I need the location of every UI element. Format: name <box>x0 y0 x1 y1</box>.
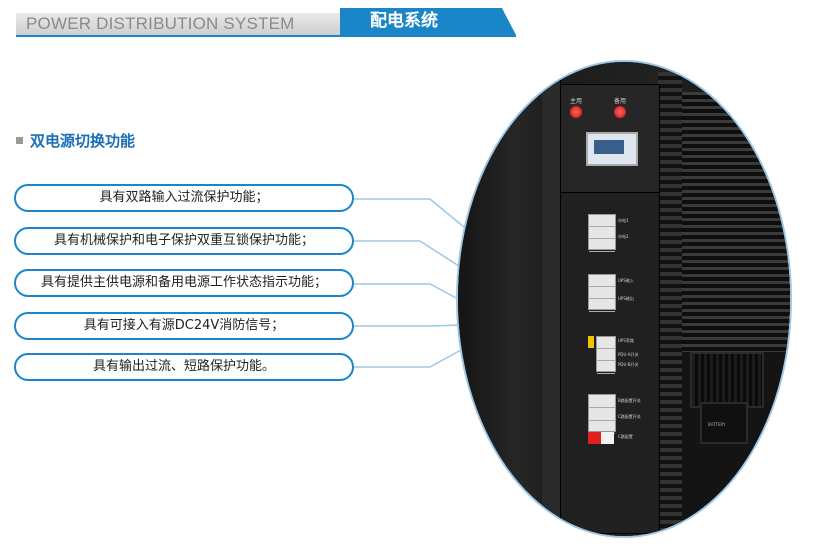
cabinet-rail-right <box>658 72 682 532</box>
connector-line <box>354 283 461 301</box>
header-chinese-title: 配电系统 <box>340 8 516 35</box>
cabinet-photo: BATTERY 主用 备用 市电1 市电2 UPS输入 UPS输出 UPS旁路 … <box>456 60 792 538</box>
breaker-label: PDU-B开关 <box>618 362 639 367</box>
bypass-indicator <box>588 336 594 348</box>
breaker-label: 市电2 <box>618 234 629 239</box>
section-heading: 双电源切换功能 <box>16 130 135 150</box>
feature-item: 具有输出过流、短路保护功能。 <box>14 353 354 381</box>
connector-line <box>354 344 471 368</box>
connector-line <box>354 198 471 233</box>
bullet-square-icon <box>16 136 23 144</box>
lamp-main-icon <box>570 106 582 118</box>
connector-line <box>354 324 463 327</box>
breaker-label: 市电1 <box>618 218 629 223</box>
lamp-main-label: 主用 <box>570 98 583 105</box>
vent-grille <box>690 352 764 408</box>
header-divider <box>16 35 516 37</box>
breaker-group-ups <box>588 274 616 312</box>
breaker-label: UPS输入 <box>618 278 634 283</box>
lamp-backup-icon <box>614 106 626 118</box>
header-english-title: POWER DISTRIBUTION SYSTEM <box>16 13 346 35</box>
feature-item: 具有提供主供电源和备用电源工作状态指示功能； <box>14 269 354 297</box>
breaker-label: C路配置开关 <box>618 414 641 419</box>
breaker-label: C路配置 <box>618 434 633 439</box>
breaker-label: B路配置开关 <box>618 398 641 403</box>
feature-item: 具有双路输入过流保护功能； <box>14 184 354 212</box>
breaker-group-output <box>588 394 616 434</box>
cabinet-rail-left <box>542 72 561 532</box>
breaker-label: PDU-A开关 <box>618 352 639 357</box>
feature-item: 具有机械保护和电子保护双重互锁保护功能； <box>14 227 354 255</box>
output-indicator <box>588 432 614 444</box>
section-title: 双电源切换功能 <box>30 131 136 150</box>
breaker-group-mains <box>588 214 616 252</box>
connector-line <box>354 240 463 269</box>
battery-label: BATTERY <box>708 422 726 427</box>
page-header: POWER DISTRIBUTION SYSTEM 配电系统 <box>0 0 830 40</box>
meter-screen <box>594 140 624 154</box>
cabinet-grille <box>680 92 790 352</box>
breaker-label: UPS输出 <box>618 296 634 301</box>
breaker-group-pdu <box>596 336 616 374</box>
breaker-label: UPS旁路 <box>618 338 634 343</box>
battery-panel <box>700 402 748 444</box>
feature-item: 具有可接入有源DC24V消防信号； <box>14 312 354 340</box>
meter-display <box>586 132 638 166</box>
lamp-backup-label: 备用 <box>614 98 627 105</box>
